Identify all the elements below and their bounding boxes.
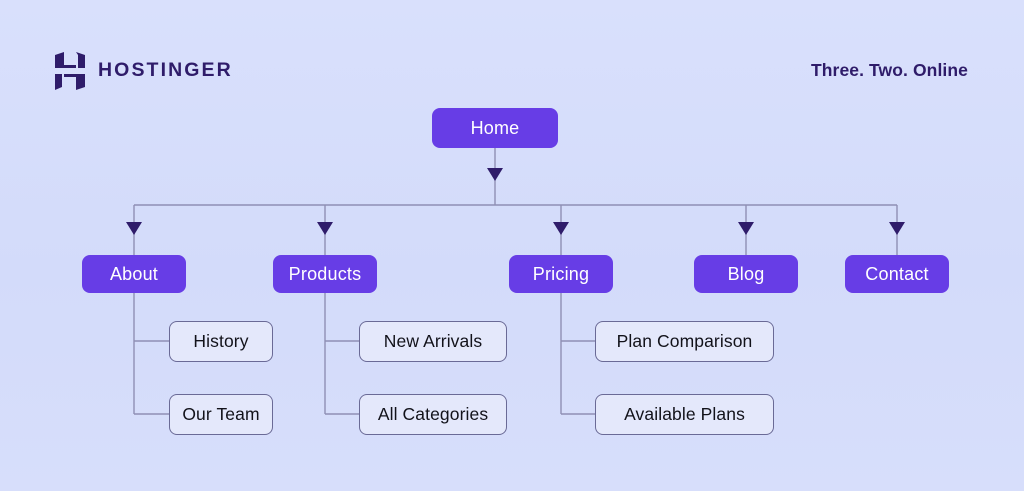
node-contact[interactable]: Contact	[845, 255, 949, 293]
node-home[interactable]: Home	[432, 108, 558, 148]
node-all-categories[interactable]: All Categories	[359, 394, 507, 435]
node-plan-comparison[interactable]: Plan Comparison	[595, 321, 774, 362]
node-products[interactable]: Products	[273, 255, 377, 293]
node-label: Home	[470, 117, 520, 138]
brand-name: HOSTINGER	[98, 59, 233, 82]
node-label: Blog	[727, 263, 765, 284]
node-label: Products	[288, 263, 362, 284]
tagline: Three. Two. Online	[810, 60, 968, 80]
node-blog[interactable]: Blog	[694, 255, 798, 293]
node-pricing[interactable]: Pricing	[509, 255, 613, 293]
node-label: All Categories	[377, 404, 489, 424]
node-label: New Arrivals	[383, 331, 483, 351]
hostinger-h-logo-icon	[55, 52, 85, 90]
node-label: Our Team	[182, 404, 260, 424]
node-available-plans[interactable]: Available Plans	[595, 394, 774, 435]
node-our-team[interactable]: Our Team	[169, 394, 273, 435]
node-label: Contact	[865, 263, 929, 284]
node-new-arrivals[interactable]: New Arrivals	[359, 321, 507, 362]
node-label: Plan Comparison	[616, 331, 753, 351]
node-label: History	[193, 331, 249, 351]
node-label: Pricing	[532, 263, 590, 284]
node-label: About	[109, 263, 159, 284]
node-label: Available Plans	[624, 404, 745, 424]
node-history[interactable]: History	[169, 321, 273, 362]
node-about[interactable]: About	[82, 255, 186, 293]
brand-lockup: HOSTINGER	[55, 52, 233, 90]
